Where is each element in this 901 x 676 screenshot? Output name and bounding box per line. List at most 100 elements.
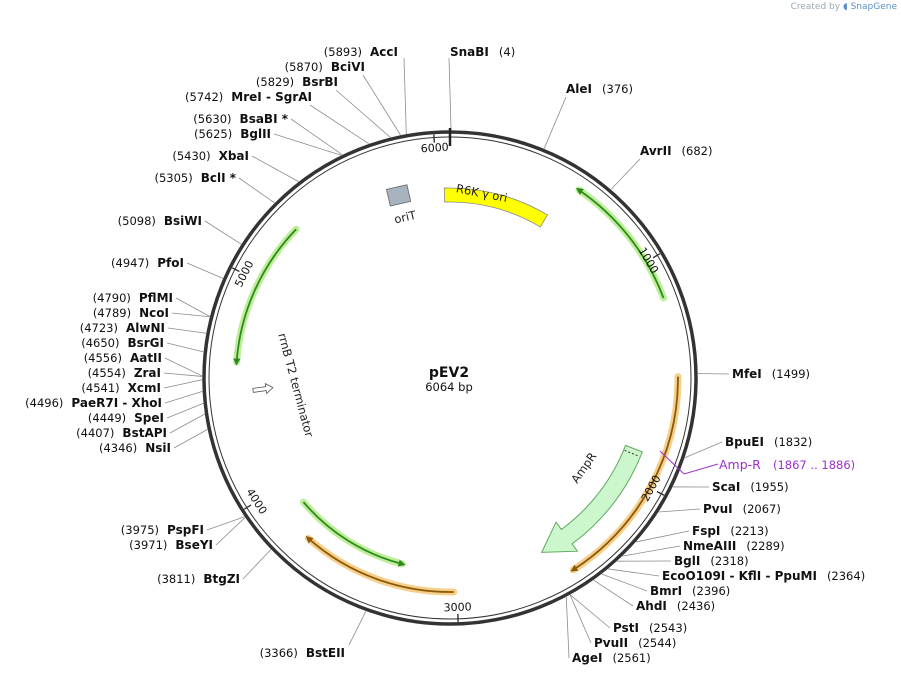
enzyme-position: (4650) (81, 336, 119, 350)
enzyme-name: MfeI (732, 367, 762, 381)
enzyme-position: (682) (682, 144, 713, 158)
enzyme-name: BclI * (201, 171, 237, 185)
enzyme-name: PfoI (157, 256, 184, 270)
enzyme-position: (2436) (677, 599, 715, 613)
enzyme-site-ahdi[interactable]: AhdI(2436) (636, 599, 715, 613)
enzyme-site-ecoo109i-kfli-ppumi[interactable]: EcoO109I - KflI - PpuMI(2364) (662, 569, 865, 583)
enzyme-site-bsiwi[interactable]: BsiWI (5098) (118, 214, 202, 228)
enzyme-position: (2318) (710, 554, 748, 568)
enzyme-position: (3366) (260, 646, 298, 660)
ampr-label: AmpR (568, 450, 599, 486)
enzyme-site-bsabi[interactable]: BsaBI *(5630) (193, 112, 288, 126)
enzyme-name: ZraI (134, 366, 161, 380)
enzyme-site-bseyi[interactable]: BseYI(3971) (129, 538, 213, 552)
enzyme-name: BstEII (306, 646, 345, 660)
enzyme-position: (4346) (99, 441, 137, 455)
enzyme-name: AccI (370, 45, 398, 59)
orf-bottom-glow (304, 534, 458, 596)
enzyme-site-alwni[interactable]: AlwNI(4723) (80, 321, 165, 335)
enzyme-leader (622, 545, 681, 557)
enzyme-name: PvuI (703, 502, 733, 516)
enzyme-site-acci[interactable]: AccI (5893) (324, 45, 398, 59)
enzyme-name: NmeAIII (683, 539, 736, 553)
enzyme-site-pspfi[interactable]: PspFI(3975) (121, 523, 204, 537)
enzyme-name: FspI (692, 524, 720, 538)
enzyme-position: (1499) (772, 367, 810, 381)
enzyme-site-pvui[interactable]: PvuI(2067) (703, 502, 781, 516)
enzyme-site-zrai[interactable]: ZraI(4554) (88, 366, 161, 380)
feature-r6k-ori[interactable]: R6K γ ori (443, 181, 549, 228)
feature-rrnb-t2-terminator[interactable]: rrnB T2 terminator (252, 331, 317, 439)
enzyme-site-agei[interactable]: AgeI(2561) (572, 651, 651, 665)
enzyme-position: (4947) (111, 256, 149, 270)
enzyme-position: (2289) (746, 539, 784, 553)
enzyme-site-bcivi[interactable]: BciVI(5870) (285, 60, 365, 74)
enzyme-name: NsiI (145, 441, 171, 455)
enzyme-name: BglI (674, 554, 700, 568)
enzyme-site-bsrgi[interactable]: BsrGI(4650) (81, 336, 164, 350)
enzyme-site-scai[interactable]: ScaI(1955) (712, 480, 789, 494)
orf-top-right (575, 187, 665, 299)
enzyme-site-snabi[interactable]: SnaBI(4) (450, 45, 515, 59)
enzyme-leader (163, 379, 203, 389)
enzyme-site-btgzi[interactable]: BtgZI(3811) (157, 572, 240, 586)
enzyme-name: XbaI (219, 149, 249, 163)
orf-bottom-inner-glow (299, 498, 406, 568)
enzyme-leader (251, 155, 299, 182)
enzyme-position: (4723) (80, 321, 118, 335)
enzyme-leader (601, 573, 648, 592)
enzyme-name: BciVI (331, 60, 365, 74)
enzyme-labels: SnaBI(4) AleI(376) AvrII(682) MfeI (1499) Bpu… (25, 45, 865, 665)
enzyme-site-nsii[interactable]: NsiI (4346) (99, 441, 171, 455)
enzyme-site-aatii[interactable]: AatII(4556) (84, 351, 162, 365)
enzyme-name: BsiWI (164, 214, 202, 228)
enzyme-site-pflmi[interactable]: PflMI(4790) (93, 291, 173, 305)
enzyme-site-bsrbi[interactable]: BsrBI(5829) (256, 75, 338, 89)
enzyme-leader (448, 57, 452, 131)
orit-label: oriT (393, 208, 419, 227)
enzyme-name: BpuEI (725, 435, 764, 449)
enzyme-name: PspFI (167, 523, 204, 537)
enzyme-leader (171, 312, 210, 318)
enzyme-site-alei[interactable]: AleI(376) (566, 82, 633, 96)
enzyme-site-bmri[interactable]: BmrI(2396) (650, 584, 730, 598)
feature-ampr[interactable]: AmpR (540, 444, 643, 553)
primer-amp-r[interactable]: Amp-R (1867 .. 1886) (659, 450, 855, 475)
feature-orit[interactable]: oriT (385, 184, 419, 227)
orf-bottom (305, 536, 454, 593)
enzyme-site-nmeaiii[interactable]: NmeAIII (2289) (683, 539, 785, 553)
enzyme-site-fspi[interactable]: FspI(2213) (692, 524, 769, 538)
enzyme-site-pvuii[interactable]: PvuII(2544) (594, 636, 676, 650)
tick-label-2000: 2000 (639, 473, 664, 504)
enzyme-position: (3811) (157, 572, 195, 586)
enzyme-site-bpuei[interactable]: BpuEI(1832) (725, 435, 812, 449)
orf-left (233, 228, 297, 366)
enzyme-site-bcli[interactable]: BclI *(5305) (154, 171, 236, 185)
enzyme-leader (309, 104, 370, 145)
enzyme-site-psti[interactable]: PstI(2543) (613, 621, 687, 635)
enzyme-site-xcmi[interactable]: XcmI(4541) (81, 381, 161, 395)
enzyme-site-mrei-sgrai[interactable]: MreI - SgrAI(5742) (185, 90, 312, 104)
enzyme-site-bglii[interactable]: BglII(5625) (194, 127, 271, 141)
enzyme-name: AleI (566, 82, 592, 96)
enzyme-site-avrii[interactable]: AvrII(682) (640, 144, 712, 158)
enzyme-site-spei[interactable]: SpeI(4449) (88, 411, 164, 425)
enzyme-site-xbai[interactable]: XbaI(5430) (172, 149, 249, 163)
enzyme-site-mfei[interactable]: MfeI (1499) (732, 367, 810, 381)
enzyme-leader (608, 568, 660, 577)
enzyme-site-bstapi[interactable]: BstAPI(4407) (76, 426, 167, 440)
enzyme-position: (5893) (324, 45, 362, 59)
enzyme-position: (3971) (129, 538, 167, 552)
enzyme-position: (5098) (118, 214, 156, 228)
orf-right (570, 376, 679, 572)
enzyme-site-bgli[interactable]: BglI (2318) (674, 554, 749, 568)
enzyme-name: BsaBI * (240, 112, 289, 126)
enzyme-site-bsteii[interactable]: BstEII (3366) (260, 646, 345, 660)
enzyme-site-pfoi[interactable]: PfoI (4947) (111, 256, 184, 270)
primer-leader-line (659, 450, 719, 475)
enzyme-name: AatII (130, 351, 162, 365)
enzyme-site-paer7i-xhoi[interactable]: PaeR7I - XhoI(4496) (25, 396, 162, 410)
enzyme-site-ncoi[interactable]: NcoI(4789) (93, 306, 169, 320)
enzyme-leader (167, 327, 207, 334)
